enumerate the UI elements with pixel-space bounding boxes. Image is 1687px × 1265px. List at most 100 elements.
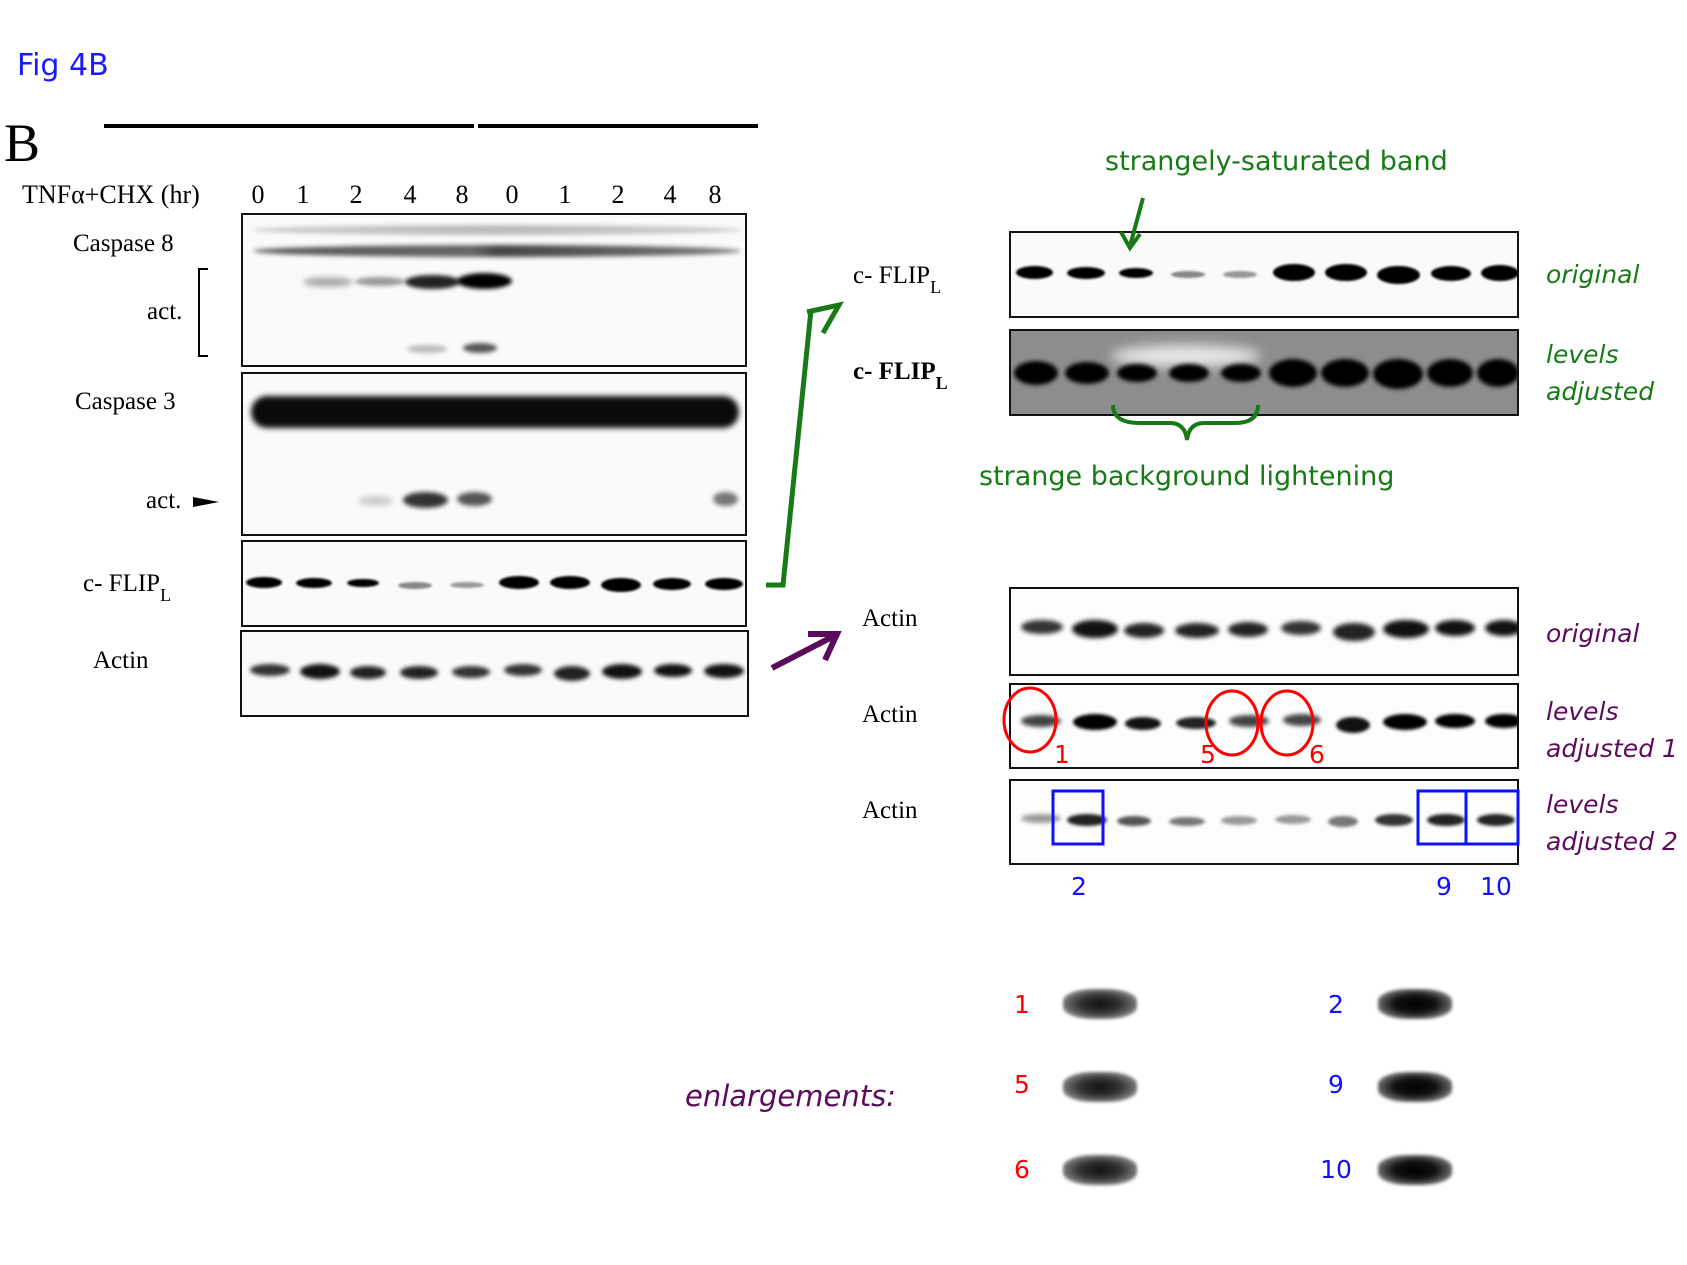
band [1171, 271, 1205, 278]
band [654, 664, 692, 677]
band [457, 492, 492, 506]
actin-label-adjusted1: Actin [862, 701, 918, 728]
band [1328, 816, 1358, 827]
box-label: 10 [1480, 872, 1512, 901]
cflip-subscript: L [935, 373, 948, 393]
band [1427, 814, 1465, 826]
caption-actin-adjusted2: levels adjusted 2 [1546, 786, 1678, 860]
band [463, 343, 497, 353]
band [250, 664, 290, 676]
caspase3-label: Caspase 3 [75, 388, 176, 415]
band [1281, 621, 1321, 635]
cflip-label-text: c- FLIP [83, 570, 161, 597]
band [1431, 266, 1471, 281]
act-arrow-icon [193, 497, 219, 507]
band [601, 578, 641, 592]
enlargement-band-2 [1370, 973, 1460, 1035]
band [1014, 361, 1058, 385]
band [300, 664, 340, 679]
band [1067, 267, 1105, 279]
panel-letter: B [4, 113, 41, 173]
band [1378, 1072, 1452, 1102]
band [1336, 717, 1370, 733]
band [1073, 714, 1117, 730]
band [403, 492, 448, 508]
band [1477, 359, 1517, 387]
band [347, 579, 379, 587]
enlargement-number: 1 [1014, 990, 1030, 1019]
band [1169, 817, 1205, 826]
band [1228, 622, 1268, 637]
lane-label: 2 [611, 180, 625, 209]
act-bracket [198, 268, 208, 357]
band [1016, 266, 1053, 279]
band [296, 578, 332, 588]
band [1021, 814, 1061, 823]
cflip-label-adjusted: c- FLIPL [853, 358, 948, 394]
caption-cflip-original: original [1546, 260, 1640, 289]
band [358, 496, 393, 506]
caption-actin-adjusted1: levels adjusted 1 [1546, 693, 1678, 767]
band [1229, 715, 1269, 727]
band [1481, 265, 1517, 281]
band [303, 277, 353, 287]
enlargement-band-6 [1055, 1139, 1145, 1201]
band [1477, 814, 1515, 826]
band [704, 664, 744, 678]
caption-line: adjusted [1546, 377, 1655, 406]
band [1067, 814, 1107, 826]
band [1117, 364, 1157, 382]
cflip-subscript: L [160, 585, 172, 605]
band [450, 582, 484, 588]
band [246, 577, 282, 588]
band [554, 666, 590, 681]
caption-line: adjusted 1 [1546, 734, 1678, 763]
band [1485, 620, 1517, 636]
band [1383, 714, 1427, 730]
lightened-background [1111, 345, 1261, 367]
blot-cflip-left [241, 540, 747, 627]
band [1063, 1155, 1137, 1185]
band [1383, 620, 1429, 638]
blot-actin-original [1009, 587, 1519, 676]
band [1378, 1155, 1452, 1185]
band-row [253, 225, 741, 235]
figure-title: Fig 4B [17, 48, 109, 83]
blot-caspase8 [241, 213, 747, 367]
band [1021, 620, 1063, 634]
band [457, 273, 512, 289]
blot-actin-left [240, 630, 749, 717]
band [1175, 623, 1219, 638]
purple-arrow-icon [770, 631, 842, 671]
band [1378, 989, 1452, 1019]
lane-label: 2 [349, 180, 363, 209]
band [705, 578, 743, 590]
lane-label: 8 [708, 180, 722, 209]
band [1063, 989, 1137, 1019]
band [1435, 620, 1475, 636]
band [1063, 1072, 1137, 1102]
caspase8-act-label: act. [147, 298, 183, 325]
band [1377, 266, 1420, 284]
band [355, 277, 405, 286]
caspase8-label: Caspase 8 [73, 230, 174, 257]
band [499, 576, 539, 589]
blot-actin-adjusted1 [1009, 683, 1519, 769]
band [1273, 264, 1315, 281]
box-label: 2 [1071, 872, 1087, 901]
band [1269, 359, 1317, 387]
band [1065, 362, 1109, 384]
caspase3-act-label: act. [146, 487, 182, 514]
band [1125, 717, 1161, 730]
band [407, 345, 447, 353]
cflip-subscript: L [930, 277, 942, 297]
enlargement-band-10 [1370, 1139, 1460, 1201]
band [504, 664, 542, 676]
band [350, 666, 386, 679]
band [1275, 815, 1311, 824]
band [1375, 814, 1413, 826]
circle-label: 6 [1309, 740, 1325, 769]
enlargement-number: 9 [1328, 1070, 1344, 1099]
lane-label: 0 [251, 180, 265, 209]
caption-line: levels [1546, 340, 1619, 369]
